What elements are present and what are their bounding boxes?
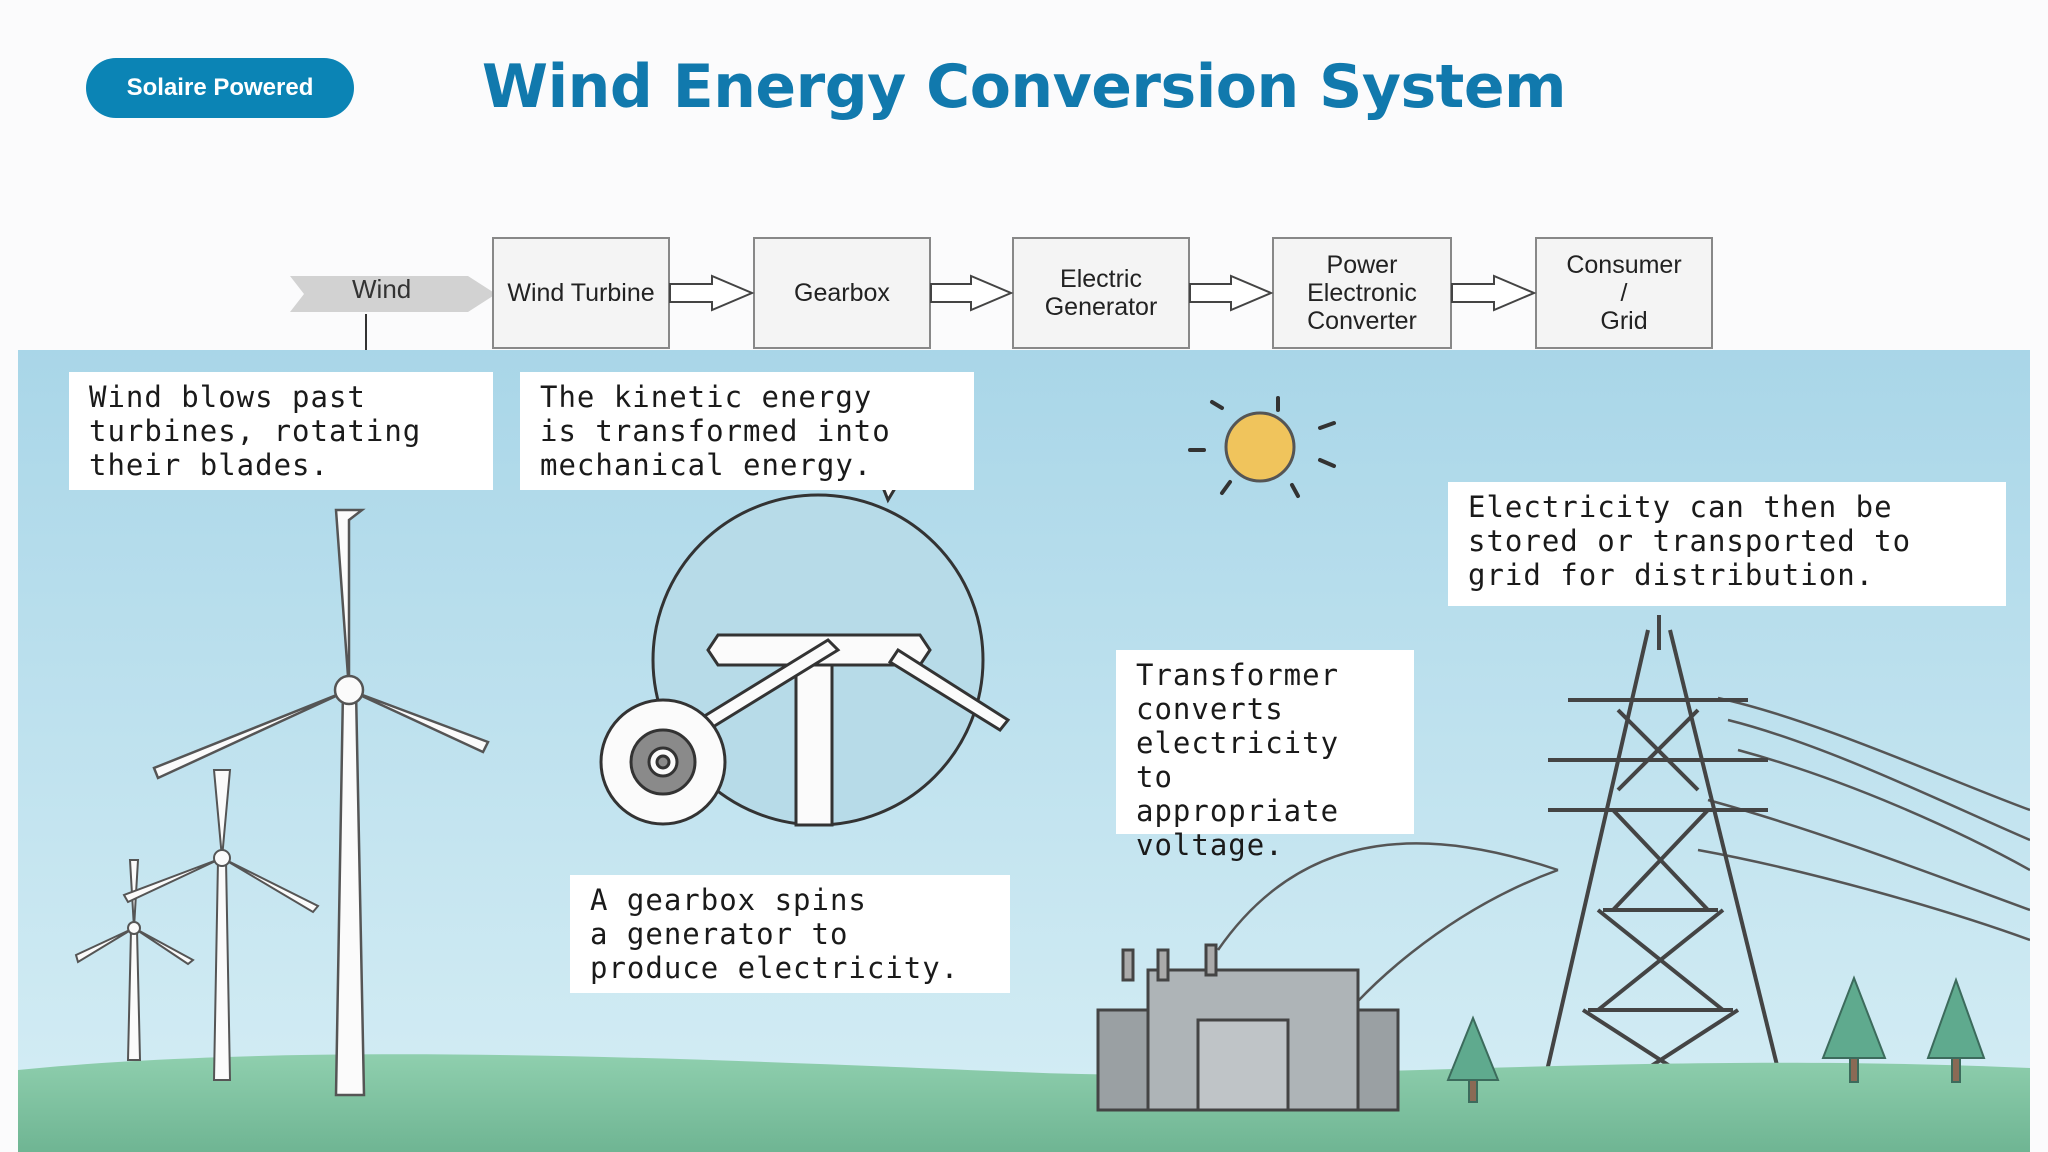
wind-arrow-shape: [290, 276, 496, 350]
transformer-station: [1096, 943, 1400, 1112]
flow-arrow-2: [930, 274, 1014, 312]
callout-wind: Wind blows past turbines, rotating their…: [69, 372, 493, 490]
flow-box-electric-generator: Electric Generator: [1012, 237, 1190, 349]
wind-turbine-large: [152, 508, 490, 1097]
sun-icon: [1188, 396, 1336, 498]
flow-box-wind-turbine: Wind Turbine: [492, 237, 670, 349]
callout-transformer: Transformer converts electricity to appr…: [1116, 650, 1414, 862]
illustration-scene: Wind blows past turbines, rotating their…: [18, 350, 2030, 1152]
flow-box-gearbox: Gearbox: [753, 237, 931, 349]
nacelle-zoom: [651, 408, 1011, 827]
flow-arrow-1: [669, 274, 755, 312]
flow-arrow-3: [1189, 274, 1274, 312]
flow-arrow-4: [1451, 274, 1537, 312]
wind-turbine-medium: [122, 769, 320, 1081]
flow-connectors: [669, 274, 1537, 312]
trees: [1446, 975, 1986, 1103]
callout-kinetic: The kinetic energy is transformed into m…: [520, 372, 974, 490]
ground: [18, 1054, 2030, 1152]
gear-icon: [599, 698, 727, 826]
flow-wind-label: Wind: [352, 274, 412, 304]
brand-badge: Solaire Powered: [86, 58, 354, 118]
callout-storage: Electricity can then be stored or transp…: [1448, 482, 2006, 606]
callout-gearbox: A gearbox spins a generator to produce e…: [570, 875, 1010, 993]
page-title: Wind Energy Conversion System: [481, 52, 1567, 122]
power-lines: [1216, 696, 2030, 1051]
